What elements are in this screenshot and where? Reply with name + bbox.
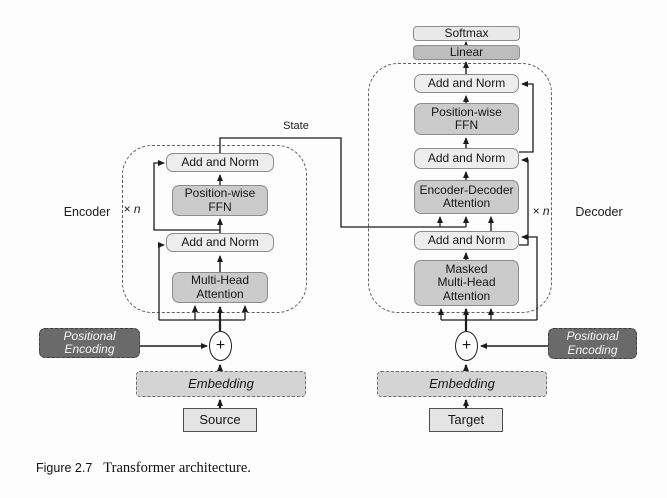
encoder-ffn-block: Position-wise FFN	[172, 185, 268, 216]
decoder-add-norm-mid-block: Add and Norm	[414, 148, 519, 169]
decoder-embedding-block: Embedding	[377, 371, 547, 397]
decoder-add-norm-bottom-label: Add and Norm	[427, 232, 506, 247]
encoder-pe-line2: Encoding	[64, 342, 115, 356]
softmax-label: Softmax	[444, 25, 489, 40]
encoder-region-outline	[122, 145, 307, 313]
masked-attention-line3: Attention	[442, 288, 491, 303]
decoder-repeat-label: × n	[532, 204, 550, 218]
encoder-decoder-attention-block: Encoder-Decoder Attention	[414, 180, 519, 214]
masked-attention-line1: Masked	[445, 261, 488, 276]
encoder-flow-lines	[140, 160, 248, 408]
decoder-positional-encoding-block: Positional Encoding	[548, 328, 637, 359]
softmax-block: Softmax	[413, 26, 520, 41]
figure-caption: Figure 2.7 Transformer architecture.	[36, 459, 251, 477]
enc-dec-attention-line1: Encoder-Decoder	[419, 182, 514, 197]
encoder-add-norm-bottom-label: Add and Norm	[181, 234, 259, 249]
decoder-pe-line2: Encoding	[567, 342, 618, 357]
target-input-block: Target	[429, 408, 503, 432]
encoder-embedding-block: Embedding	[136, 371, 306, 397]
multi-head-attention-block: Multi-Head Attention	[172, 272, 268, 303]
decoder-embedding-label: Embedding	[429, 376, 495, 392]
state-line	[219, 137, 469, 228]
decoder-label: Decoder	[575, 205, 623, 219]
multi-head-attention-line2: Attention	[196, 286, 244, 301]
figure-caption-text: Transformer architecture.	[103, 460, 251, 476]
decoder-pe-line1: Positional	[566, 329, 619, 343]
encoder-add-norm-top-label: Add and Norm	[181, 154, 259, 169]
decoder-add-norm-bottom-block: Add and Norm	[414, 231, 519, 250]
encoder-plus-sign: +	[215, 337, 226, 354]
decoder-plus-sign: +	[461, 337, 472, 354]
target-label: Target	[447, 412, 485, 428]
figure-caption-number: Figure 2.7	[36, 461, 93, 475]
decoder-plus-circle-icon: +	[455, 331, 478, 361]
multi-head-attention-line1: Multi-Head	[190, 273, 250, 287]
decoder-ffn-line2: FFN	[454, 118, 479, 132]
decoder-add-norm-mid-label: Add and Norm	[427, 150, 506, 165]
masked-attention-line2: Multi-Head	[437, 275, 496, 290]
decoder-ffn-line1: Position-wise	[431, 104, 502, 119]
linear-label: Linear	[449, 44, 484, 59]
source-input-block: Source	[183, 408, 257, 432]
encoder-add-norm-top-block: Add and Norm	[166, 153, 274, 172]
encoder-ffn-line1: Position-wise	[184, 186, 256, 200]
decoder-flow-lines	[438, 41, 548, 408]
decoder-add-norm-top-block: Add and Norm	[414, 74, 519, 93]
encoder-pe-line1: Positional	[63, 328, 116, 343]
encoder-plus-circle-icon: +	[209, 331, 232, 361]
state-label: State	[283, 120, 309, 132]
encoder-positional-encoding-block: Positional Encoding	[39, 328, 140, 358]
encoder-ffn-line2: FFN	[208, 199, 232, 214]
decoder-ffn-block: Position-wise FFN	[414, 103, 519, 135]
decoder-add-norm-top-label: Add and Norm	[427, 75, 506, 90]
linear-block: Linear	[413, 45, 520, 60]
encoder-embedding-label: Embedding	[188, 376, 254, 392]
encoder-label: Encoder	[63, 205, 111, 219]
decoder-region-outline	[368, 63, 552, 313]
source-label: Source	[199, 412, 241, 428]
masked-multi-head-attention-block: Masked Multi-Head Attention	[414, 260, 519, 306]
encoder-repeat-label: × n	[123, 202, 141, 216]
enc-dec-attention-line2: Attention	[442, 196, 491, 210]
encoder-add-norm-bottom-block: Add and Norm	[166, 233, 274, 252]
